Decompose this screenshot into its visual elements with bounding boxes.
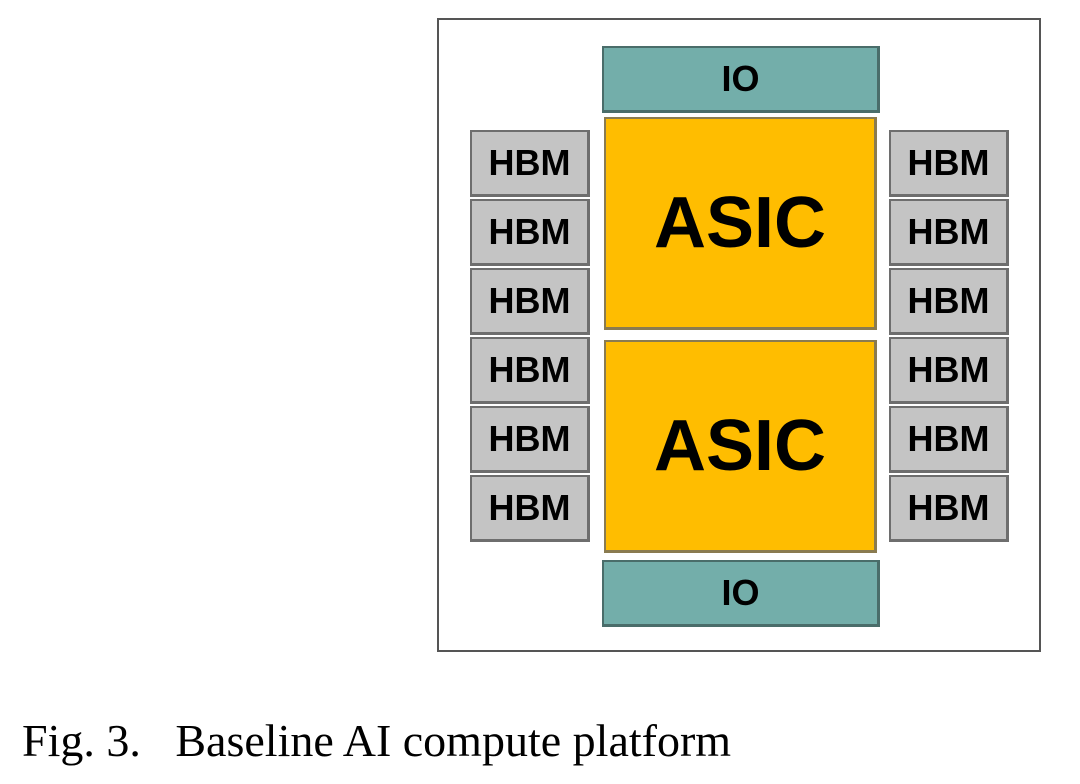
hbm-block-left: HBM — [470, 268, 590, 335]
diagram-frame — [437, 18, 1041, 652]
io-block-bottom: IO — [602, 560, 880, 627]
hbm-block-left: HBM — [470, 199, 590, 266]
hbm-block-right: HBM — [889, 337, 1009, 404]
hbm-block-left: HBM — [470, 475, 590, 542]
hbm-block-right: HBM — [889, 130, 1009, 197]
hbm-block-right: HBM — [889, 406, 1009, 473]
hbm-block-left: HBM — [470, 406, 590, 473]
caption-label: Fig. 3. — [22, 715, 141, 766]
asic-block-top: ASIC — [604, 117, 877, 330]
asic-block-bottom: ASIC — [604, 340, 877, 553]
hbm-block-left: HBM — [470, 337, 590, 404]
hbm-block-right: HBM — [889, 268, 1009, 335]
caption-text: Baseline AI compute platform — [175, 715, 732, 766]
hbm-block-right: HBM — [889, 475, 1009, 542]
hbm-block-left: HBM — [470, 130, 590, 197]
hbm-block-right: HBM — [889, 199, 1009, 266]
figure-caption: Fig. 3. Baseline AI compute platform — [22, 718, 731, 764]
io-block-top: IO — [602, 46, 880, 113]
